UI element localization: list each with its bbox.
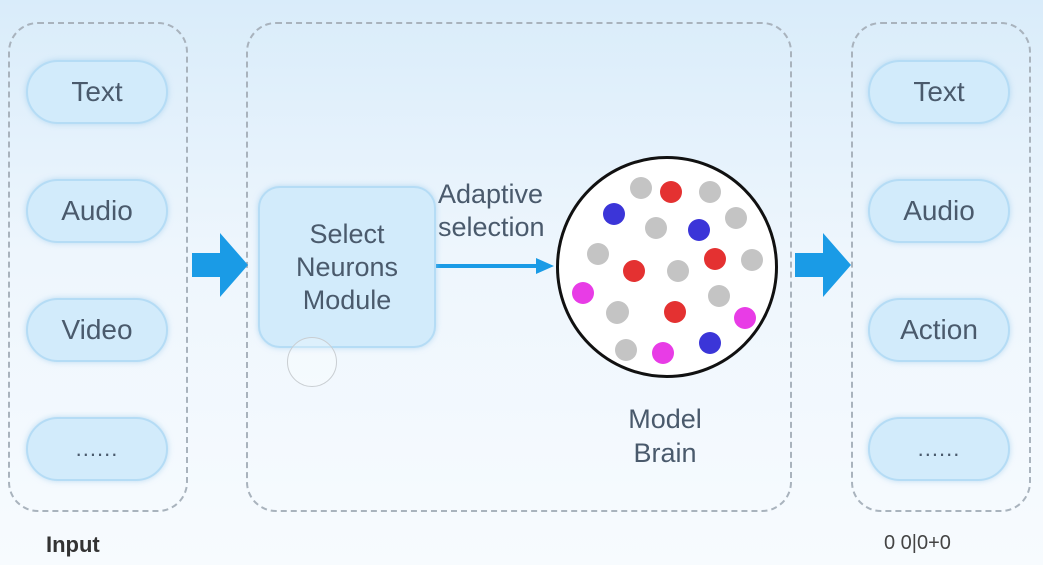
neuron-dot-gray <box>699 181 721 203</box>
output-label: 0 0|0+0 <box>884 532 951 554</box>
input-item-video: Video <box>26 298 168 362</box>
neuron-dot-blue <box>699 332 721 354</box>
output-item-more: ...... <box>868 417 1010 481</box>
input-panel <box>8 22 188 512</box>
neuron-dot-gray <box>708 285 730 307</box>
neuron-dot-red <box>623 260 645 282</box>
neuron-dot-gray <box>667 260 689 282</box>
output-item-action: Action <box>868 298 1010 362</box>
neuron-dot-gray <box>587 243 609 265</box>
input-item-more: ...... <box>26 417 168 481</box>
neuron-dot-gray <box>645 217 667 239</box>
output-item-audio: Audio <box>868 179 1010 243</box>
neuron-dot-red <box>704 248 726 270</box>
output-panel <box>851 22 1031 512</box>
cursor-indicator <box>287 337 337 387</box>
model-brain-circle <box>556 156 778 378</box>
neuron-dot-gray <box>630 177 652 199</box>
select-neurons-module: Select Neurons Module <box>258 186 436 348</box>
adaptive-selection-label: Adaptive selection <box>438 179 545 242</box>
neuron-dot-gray <box>615 339 637 361</box>
model-brain-label: Model Brain <box>628 404 702 468</box>
output-arrow-icon <box>795 233 851 297</box>
neuron-dot-red <box>660 181 682 203</box>
output-item-text: Text <box>868 60 1010 124</box>
selection-arrow-icon <box>436 258 554 274</box>
neuron-dot-red <box>664 301 686 323</box>
neuron-dot-blue <box>688 219 710 241</box>
processing-panel <box>246 22 792 512</box>
neuron-dot-gray <box>741 249 763 271</box>
neuron-dot-gray <box>725 207 747 229</box>
input-label: Input <box>46 532 100 557</box>
input-item-audio: Audio <box>26 179 168 243</box>
neuron-dot-magenta <box>652 342 674 364</box>
input-arrow-icon <box>192 233 248 297</box>
module-label: Select Neurons Module <box>295 218 399 315</box>
neuron-dot-gray <box>606 302 628 324</box>
neuron-dot-magenta <box>734 307 756 329</box>
neuron-dot-blue <box>603 203 625 225</box>
neuron-dot-magenta <box>572 282 594 304</box>
input-item-text: Text <box>26 60 168 124</box>
